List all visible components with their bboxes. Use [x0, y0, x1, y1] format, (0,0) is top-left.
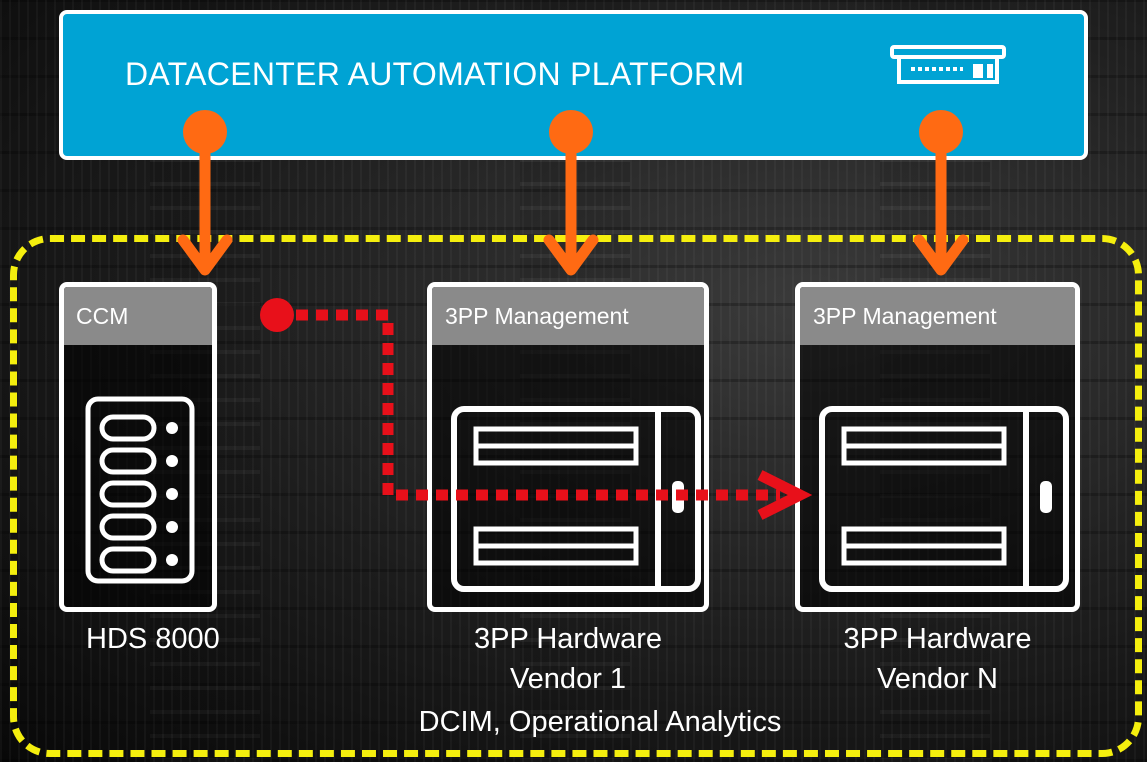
node-caption-vendor-1-line1: 3PP Hardware [473, 623, 663, 655]
migration-path [260, 298, 813, 520]
ccm-node[interactable]: CCM [59, 282, 217, 612]
server-rack-icon [85, 396, 195, 584]
node-caption-ccm: HDS 8000 [86, 623, 220, 655]
node-header: 3PP Management [432, 287, 704, 345]
platform-connector-1 [177, 110, 233, 276]
node-caption-vendor-n-line2: Vendor N [877, 663, 998, 695]
vendor-1-node[interactable]: 3PP Management [427, 282, 709, 612]
platform-connector-3 [913, 110, 969, 276]
node-header: CCM [64, 287, 212, 345]
server-chassis-icon [819, 406, 1069, 592]
platform-connector-2 [543, 110, 599, 276]
node-caption-vendor-n-line1: 3PP Hardware [843, 623, 1032, 655]
vendor-n-node[interactable]: 3PP Management [795, 282, 1080, 612]
region-label: DCIM, Operational Analytics [418, 706, 782, 738]
platform-title: DATACENTER AUTOMATION PLATFORM [125, 56, 745, 92]
network-switch-icon [890, 45, 1006, 84]
node-caption-vendor-1-line2: Vendor 1 [509, 663, 627, 695]
node-header: 3PP Management [800, 287, 1075, 345]
